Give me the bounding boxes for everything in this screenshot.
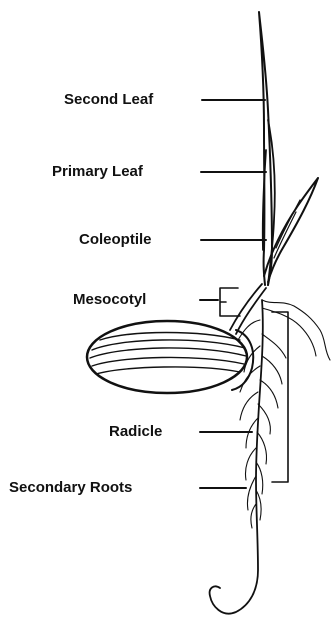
- radicle-root: [210, 300, 263, 614]
- seed-stripes: [90, 333, 246, 375]
- label-primary-leaf: Primary Leaf: [52, 163, 143, 181]
- label-radicle: Radicle: [109, 423, 162, 441]
- label-mesocotyl: Mesocotyl: [73, 291, 146, 309]
- label-coleoptile: Coleoptile: [79, 231, 152, 249]
- mesocotyl-bracket: [220, 288, 240, 316]
- second-leaf-blade: [259, 12, 272, 285]
- secondary-roots: [238, 300, 330, 528]
- label-second-leaf: Second Leaf: [64, 91, 153, 109]
- label-secondary-roots: Secondary Roots: [9, 479, 132, 497]
